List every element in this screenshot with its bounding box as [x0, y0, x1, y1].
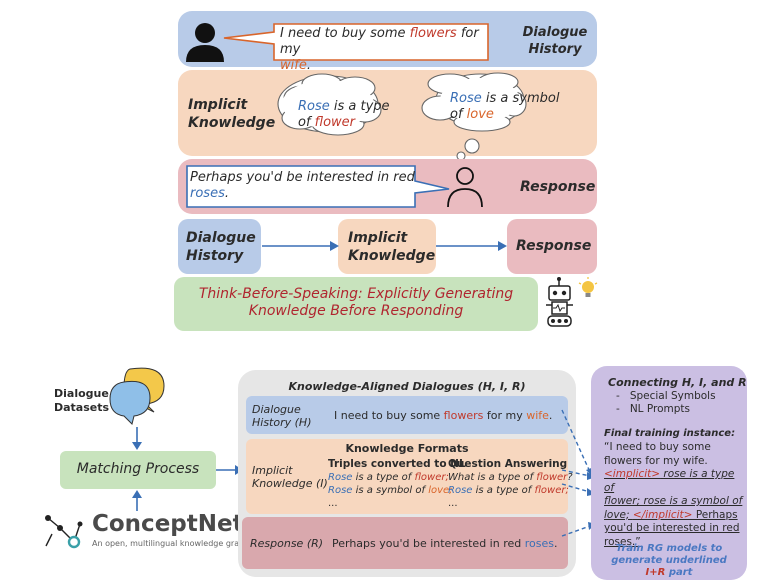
user-icon [186, 23, 224, 62]
final-title: Final training instance: [604, 428, 736, 439]
dh-box [246, 396, 568, 434]
ik-box [246, 439, 568, 514]
robot-lightbulb-icon [546, 277, 598, 327]
cloud-rose-symbol: Rose is a symbol of love [450, 91, 560, 122]
thought-clouds [277, 72, 527, 160]
response-utterance: Perhaps you'd be interested in red roses… [190, 170, 415, 201]
connecting-item-2: - NL Prompts [616, 403, 690, 415]
datasets-to-matching-arrow [132, 427, 142, 450]
chat-bubbles-icon [109, 367, 165, 425]
conceptnet-to-matching-arrow [132, 490, 142, 511]
cloud-rose-type: Rose is a type of flower [298, 99, 390, 130]
kad-title: Knowledge-Aligned Dialogues (H, I, R) [288, 380, 526, 393]
matching-process-label: Matching Process [76, 461, 200, 477]
flow-response-box [507, 219, 597, 274]
final-instance: “I need to buy some flowers for my wife.… [604, 441, 743, 548]
conceptnet-logo-icon [45, 515, 83, 549]
flow-implicit-knowledge-box [338, 219, 436, 274]
flow-dialogue-history-box [178, 219, 261, 274]
triples-column: Triples converted to NL Rose is a type o… [328, 458, 466, 509]
connecting-panel [591, 366, 747, 580]
train-note: Train RG models to generate underlined I… [611, 543, 727, 578]
resp-label: Response (R) [250, 537, 324, 550]
implicit-knowledge-panel [178, 70, 597, 156]
speech-bubble-history [223, 23, 489, 61]
conceptnet-name: ConceptNet [92, 511, 244, 537]
matching-process-box [60, 451, 216, 489]
resp-text: Perhaps you'd be interested in red roses… [332, 537, 558, 550]
flow-arrows [262, 241, 507, 251]
person-outline-icon [447, 167, 483, 208]
conceptnet-tagline: An open, multilingual knowledge graph [92, 539, 250, 548]
history-utterance: I need to buy some flowers for my wife. [280, 26, 479, 73]
kf-title: Knowledge Formats [345, 442, 469, 455]
dh-text: I need to buy some flowers for my wife. [334, 409, 553, 422]
tbs-banner [174, 277, 538, 331]
flow-response-label: Response [516, 238, 592, 254]
tbs-title: Think-Before-Speaking: Explicitly Genera… [198, 286, 514, 319]
connecting-title: Connecting H, I, and R [608, 376, 747, 389]
connecting-item-1: - Special Symbols [616, 390, 716, 402]
resp-box [242, 517, 568, 569]
response-label: Response [520, 179, 596, 195]
response-speech-bubble [186, 165, 450, 208]
qa-column: Question Answering What is a type of flo… [448, 458, 573, 509]
